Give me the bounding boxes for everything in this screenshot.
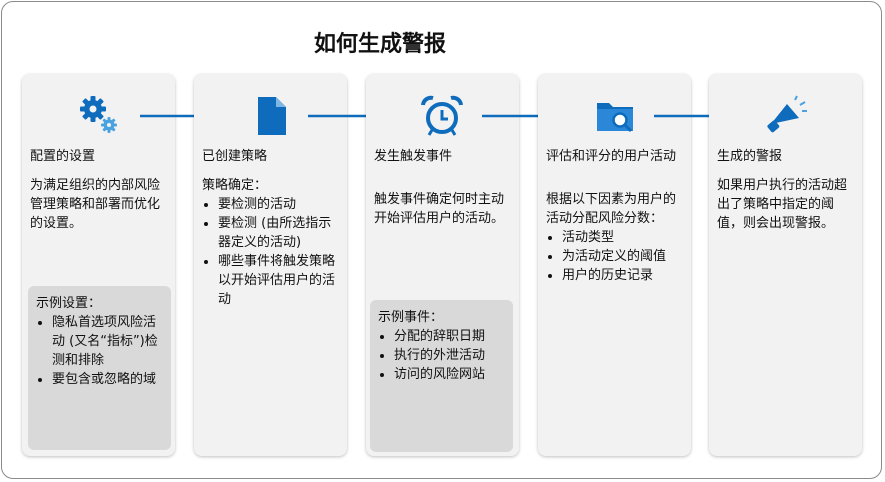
example-item: 分配的辞职日期: [394, 327, 505, 346]
document-icon: [258, 97, 286, 135]
step-title: 评估和评分的用户活动: [546, 149, 677, 164]
step-title: 配置的设置: [30, 149, 96, 164]
body-item: 用户的历史记录: [562, 266, 686, 285]
body-list: 活动类型 为活动定义的阈值 用户的历史记录: [546, 228, 686, 285]
step-description: 根据以下因素为用户的活动分配风险分数： 活动类型 为活动定义的阈值 用户的历史记…: [546, 190, 686, 285]
step-card-alert-generated: 生成的警报 如果用户执行的活动超出了策略中指定的阈值，则会出现警报。: [709, 74, 862, 456]
step-description: 为满足组织的内部风险管理策略和部署而优化的设置。: [30, 178, 161, 231]
step-description: 策略确定： 要检测的活动 要检测 (由所选指示器定义的活动) 哪些事件将触发策略…: [202, 176, 342, 309]
body-item: 要检测 (由所选指示器定义的活动): [218, 214, 342, 252]
step-card-trigger-event: 发生触发事件 触发事件确定何时主动开始评估用户的活动。 示例事件： 分配的辞职日…: [366, 74, 519, 456]
body-item: 为活动定义的阈值: [562, 247, 686, 266]
step-card-activity-scored: 评估和评分的用户活动 根据以下因素为用户的活动分配风险分数： 活动类型 为活动定…: [538, 74, 691, 456]
example-item: 隐私首选项风险活动 (又名“指标”)检测和排除: [52, 313, 163, 370]
example-box: 示例事件： 分配的辞职日期 执行的外泄活动 访问的风险网站: [370, 300, 513, 452]
alarm-clock-icon: [421, 95, 463, 136]
body-item: 要检测的活动: [218, 195, 342, 214]
example-item: 访问的风险网站: [394, 365, 505, 384]
step-title: 生成的警报: [717, 149, 783, 164]
body-item: 哪些事件将触发策略以开始评估用户的活动: [218, 252, 342, 309]
example-item: 执行的外泄活动: [394, 346, 505, 365]
step-title: 已创建策略: [202, 149, 268, 164]
example-title: 示例事件：: [378, 310, 444, 325]
body-title: 根据以下因素为用户的活动分配风险分数：: [546, 192, 677, 226]
megaphone-icon: [767, 95, 807, 133]
example-title: 示例设置：: [36, 296, 102, 311]
body-item: 活动类型: [562, 228, 686, 247]
step-card-configured-settings: 配置的设置 为满足组织的内部风险管理策略和部署而优化的设置。 示例设置： 隐私首…: [22, 74, 175, 456]
step-description: 如果用户执行的活动超出了策略中指定的阈值，则会出现警报。: [717, 178, 848, 231]
step-title: 发生触发事件: [374, 149, 453, 164]
example-item: 要包含或忽略的域: [52, 370, 163, 389]
gear-icon: [80, 96, 117, 133]
folder-search-icon: [597, 103, 633, 133]
diagram-title: 如何生成警报: [313, 32, 446, 57]
body-list: 要检测的活动 要检测 (由所选指示器定义的活动) 哪些事件将触发策略以开始评估用…: [202, 195, 342, 309]
example-box: 示例设置： 隐私首选项风险活动 (又名“指标”)检测和排除 要包含或忽略的域: [28, 286, 171, 450]
example-list: 分配的辞职日期 执行的外泄活动 访问的风险网站: [378, 327, 505, 384]
body-title: 策略确定：: [202, 178, 268, 193]
step-card-policy-created: 已创建策略 策略确定： 要检测的活动 要检测 (由所选指示器定义的活动) 哪些事…: [194, 74, 347, 456]
step-description: 触发事件确定何时主动开始评估用户的活动。: [374, 192, 505, 226]
example-list: 隐私首选项风险活动 (又名“指标”)检测和排除 要包含或忽略的域: [36, 313, 163, 389]
